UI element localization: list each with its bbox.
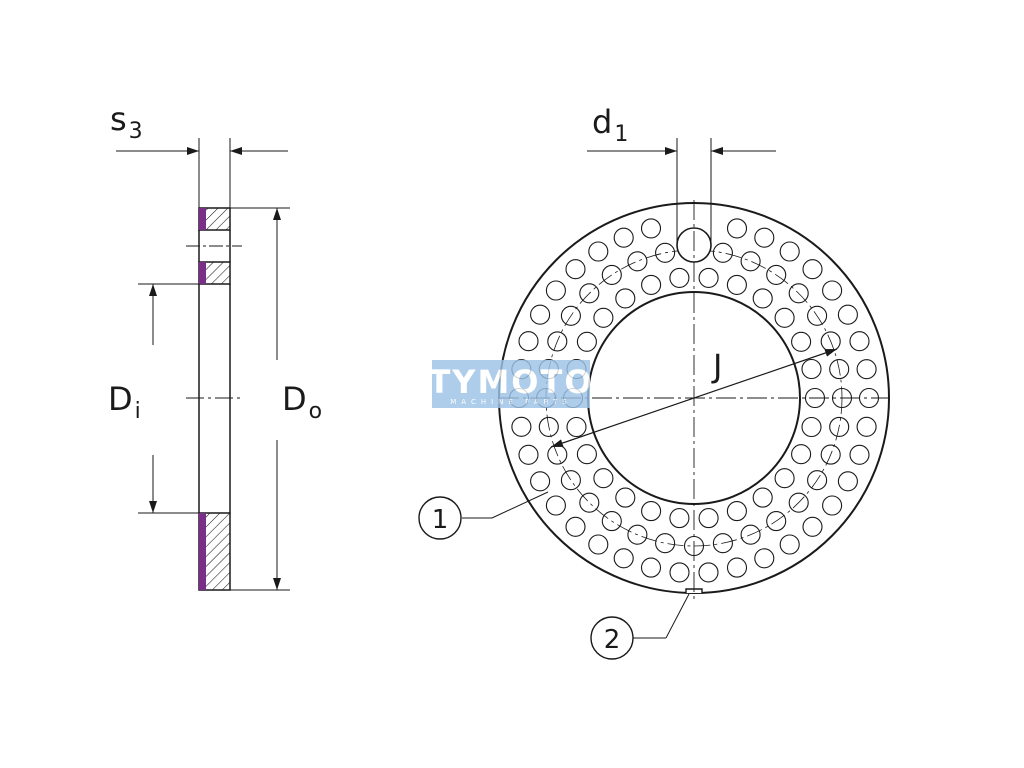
lubrication-pocket (698, 508, 719, 529)
callout-2-circle (590, 616, 634, 660)
lubrication-pocket (669, 267, 690, 288)
lubrication-pocket (511, 416, 532, 437)
lubrication-pocket (530, 304, 551, 325)
lubrication-pocket (641, 274, 662, 295)
lubrication-pocket (774, 307, 795, 328)
sliding-layer-lower (199, 513, 206, 590)
lubrication-pocket (801, 358, 822, 380)
s3-label: s3 (110, 100, 143, 144)
lubrication-pocket (837, 304, 858, 325)
watermark-title: TYMOTO (428, 363, 593, 401)
lubrication-pocket (613, 548, 634, 569)
lubrication-pocket (588, 534, 609, 555)
lubrication-pocket (565, 516, 586, 537)
lubrication-pocket (669, 562, 690, 583)
lubrication-pocket (518, 331, 539, 352)
lubrication-pocket (669, 508, 690, 529)
lubrication-pocket (849, 444, 870, 465)
j-dimension-line (550, 348, 838, 448)
lubrication-pocket (740, 251, 761, 272)
lubrication-pocket (726, 218, 748, 239)
lubrication-pocket (593, 468, 614, 489)
section-view: s3 Di Do (108, 100, 322, 591)
lubrication-pocket (565, 259, 586, 280)
lubrication-pocket (726, 557, 748, 578)
lubrication-pocket (791, 444, 812, 465)
lubrication-pocket (726, 501, 747, 522)
callout-1-circle (418, 496, 462, 540)
watermark-subtitle: MACHINE PARTS (450, 398, 571, 406)
lubrication-pocket (856, 416, 877, 437)
lubrication-pocket (822, 495, 843, 516)
lubrication-pocket (560, 470, 581, 491)
lubrication-pocket (698, 267, 719, 288)
lubrication-pocket (545, 280, 566, 301)
lubrication-pocket (754, 548, 775, 569)
lubrication-pocket (588, 241, 609, 262)
lubrication-pocket (601, 264, 622, 285)
lubrication-pocket (641, 501, 662, 522)
lubrication-pocket (576, 444, 597, 465)
lubrication-pocket (856, 359, 877, 380)
watermark-logo: TYMOTO MACHINE PARTS (428, 360, 593, 408)
lubrication-pocket (779, 241, 800, 262)
lubrication-pocket (837, 471, 858, 492)
lubrication-pocket (640, 557, 662, 578)
lubrication-pocket (627, 251, 648, 272)
lubrication-pocket (752, 288, 773, 309)
sliding-layer-upper (199, 208, 206, 230)
lubrication-pocket (698, 562, 719, 583)
lubrication-pocket (576, 331, 597, 352)
callout-1-label: 1 (432, 505, 449, 535)
lubrication-pocket (615, 288, 636, 309)
lubrication-pocket (849, 331, 870, 352)
lubrication-pocket (545, 495, 566, 516)
di-label: Di (108, 380, 141, 424)
lubrication-pocket (530, 471, 551, 492)
lubrication-pocket (779, 534, 800, 555)
lubrication-pocket (791, 331, 812, 352)
d1-label: d1 (592, 103, 628, 147)
lubrication-pocket (774, 468, 795, 489)
j-label: J (711, 347, 722, 385)
lubrication-pocket (655, 533, 676, 554)
lubrication-pocket (518, 444, 539, 465)
lubrication-pocket (801, 416, 822, 438)
do-label: Do (282, 380, 322, 424)
lubrication-pocket (613, 227, 634, 248)
sliding-layer-mid (199, 262, 206, 284)
lubrication-pocket (712, 242, 733, 263)
lubrication-pocket (640, 218, 662, 239)
lubrication-pocket (802, 516, 823, 537)
lubrication-pocket (754, 227, 775, 248)
lubrication-pocket (593, 307, 614, 328)
lubrication-pocket (822, 280, 843, 301)
lubrication-pocket (726, 274, 747, 295)
lubrication-pocket (615, 487, 636, 508)
lubrication-pocket (566, 416, 587, 438)
callout-2-label: 2 (604, 625, 621, 655)
lubrication-pocket (802, 259, 823, 280)
lubrication-pocket (752, 487, 773, 508)
